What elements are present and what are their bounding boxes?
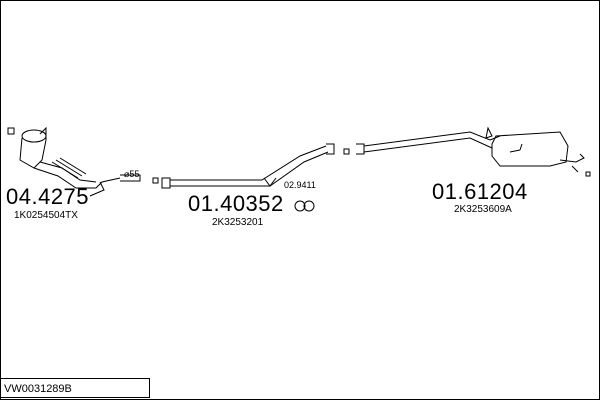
front-mount-square — [7, 127, 15, 135]
rear-mount-square — [585, 171, 591, 177]
reference-code-box: VW0031289B — [0, 378, 150, 398]
tail-pipe — [559, 153, 585, 163]
rear-pipe-lower — [363, 137, 493, 153]
part-number-rear: 01.61204 — [432, 179, 528, 204]
middle-section-drawing — [161, 143, 350, 212]
middle-pipe-flange — [161, 177, 171, 189]
rear-silencer-body — [491, 131, 569, 167]
part-number-middle: 01.40352 — [188, 191, 284, 216]
front-joint-square — [152, 177, 159, 184]
middle-pipe-lower — [170, 151, 329, 187]
middle-joint-square — [343, 148, 350, 155]
rear-hanger — [485, 126, 493, 139]
rear-pipe-flange — [356, 143, 365, 155]
tail-pipe-tip — [571, 165, 579, 173]
clamp-ring-right — [303, 200, 315, 212]
middle-pipe-bend — [263, 177, 277, 187]
rear-section-drawing — [356, 126, 591, 177]
front-hanger-clip — [89, 181, 105, 197]
rear-pipe-upper — [363, 131, 501, 147]
middle-pipe-end — [326, 143, 335, 155]
front-pipe-end — [120, 174, 141, 182]
part-number-front: 04.4275 — [6, 184, 90, 209]
clamp-annotation: 02.9411 — [284, 180, 316, 190]
oem-code-middle: 2K3253201 — [212, 217, 264, 228]
catalytic-converter-body — [19, 137, 47, 169]
oem-code-rear: 2K3253609A — [454, 204, 512, 215]
middle-pipe-upper — [170, 145, 327, 181]
diameter-annotation: ⌀55 — [124, 169, 140, 179]
oem-code-front: 1K0254504TX — [14, 210, 78, 221]
front-section-drawing — [7, 126, 159, 197]
front-pipe-upper — [33, 167, 121, 189]
clamp-ring-left — [294, 200, 306, 212]
